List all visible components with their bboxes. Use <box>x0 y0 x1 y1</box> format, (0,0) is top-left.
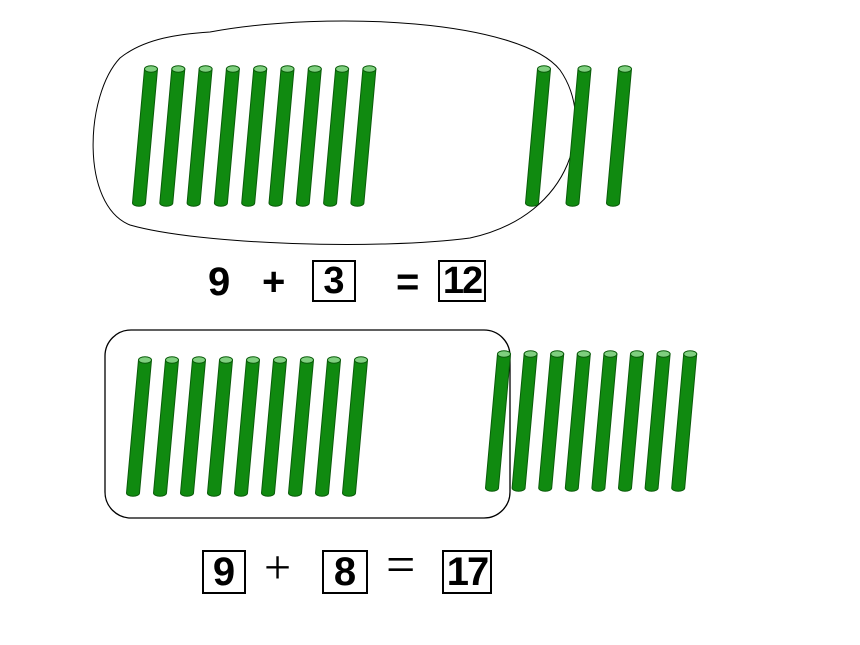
counting-stick <box>671 350 698 492</box>
counting-stick <box>131 65 159 207</box>
counting-stick <box>538 350 565 492</box>
counting-stick <box>524 65 552 207</box>
eq1-result-box: 12 <box>438 260 486 302</box>
eq2-plus-sign: + <box>264 541 292 594</box>
eq1-plus-sign: + <box>262 260 286 304</box>
bottom-right-sticks <box>484 350 698 492</box>
counting-stick <box>125 356 153 497</box>
top-group-oval <box>92 20 577 245</box>
counting-stick <box>350 65 377 207</box>
counting-stick <box>314 356 342 497</box>
eq1-result: 12 <box>442 260 483 302</box>
bottom-group-box <box>104 329 511 519</box>
eq2-addend-b: 8 <box>333 550 357 594</box>
counting-stick <box>206 356 234 497</box>
counting-stick <box>564 350 591 492</box>
counting-stick <box>179 356 207 497</box>
counting-stick <box>186 65 213 207</box>
eq2-addend-b-box: 8 <box>322 550 368 594</box>
eq2-result-box: 17 <box>442 550 492 594</box>
bottom-left-sticks <box>125 356 369 497</box>
counting-stick <box>268 65 295 207</box>
counting-stick <box>213 65 240 207</box>
counting-stick <box>152 356 180 497</box>
counting-stick <box>605 65 633 207</box>
counting-stick <box>617 350 645 492</box>
counting-stick <box>323 65 350 207</box>
eq1-equals-sign: = <box>396 260 420 304</box>
eq1-addend-a: 9 <box>208 260 231 304</box>
eq2-result: 17 <box>446 550 489 594</box>
eq2-equals-sign: = <box>386 537 416 594</box>
counting-stick <box>591 350 618 492</box>
counting-stick <box>295 65 322 207</box>
counting-stick <box>644 350 671 492</box>
counting-stick <box>233 356 261 497</box>
counting-stick <box>484 350 512 492</box>
counting-stick <box>241 65 268 207</box>
counting-stick <box>511 350 538 492</box>
counting-stick <box>565 65 592 207</box>
counting-stick <box>159 65 186 207</box>
eq2-addend-a: 9 <box>212 550 236 594</box>
top-left-sticks <box>131 65 377 207</box>
top-right-sticks <box>524 65 633 207</box>
counting-stick <box>287 356 315 497</box>
counting-stick <box>260 356 288 497</box>
eq1-addend-b-box: 3 <box>312 260 356 302</box>
counting-stick <box>341 356 369 497</box>
eq1-addend-b: 3 <box>323 260 345 302</box>
eq2-addend-a-box: 9 <box>202 550 246 594</box>
